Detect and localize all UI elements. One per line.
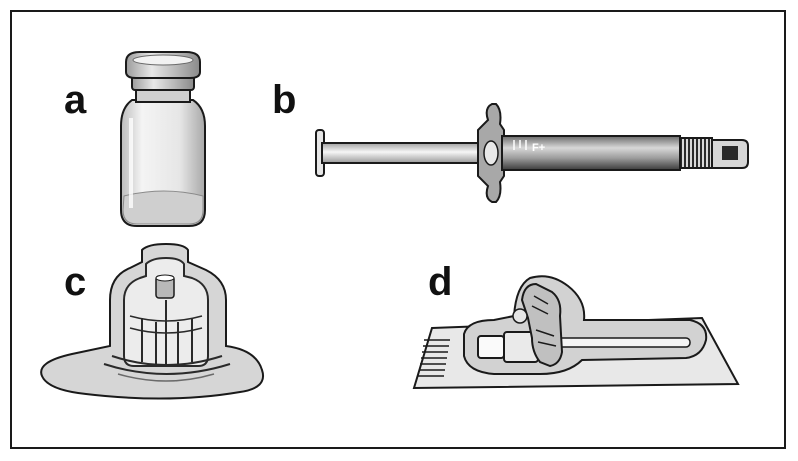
vial-adapter-package bbox=[40, 242, 264, 400]
syringe-marking: F+ bbox=[532, 142, 545, 154]
prefilled-syringe: F+ bbox=[315, 103, 749, 203]
label-d: d bbox=[428, 260, 453, 304]
vial-powder bbox=[122, 190, 204, 225]
infusion-set-luer bbox=[477, 335, 505, 359]
syringe-grip bbox=[679, 137, 713, 169]
label-a: a bbox=[64, 78, 87, 122]
infusion-set-package bbox=[412, 275, 740, 390]
syringe-plunger-rod bbox=[321, 142, 487, 164]
syringe-barrel bbox=[501, 135, 681, 171]
label-b: b bbox=[272, 78, 297, 122]
vial bbox=[120, 51, 206, 227]
label-c: c bbox=[64, 260, 87, 304]
